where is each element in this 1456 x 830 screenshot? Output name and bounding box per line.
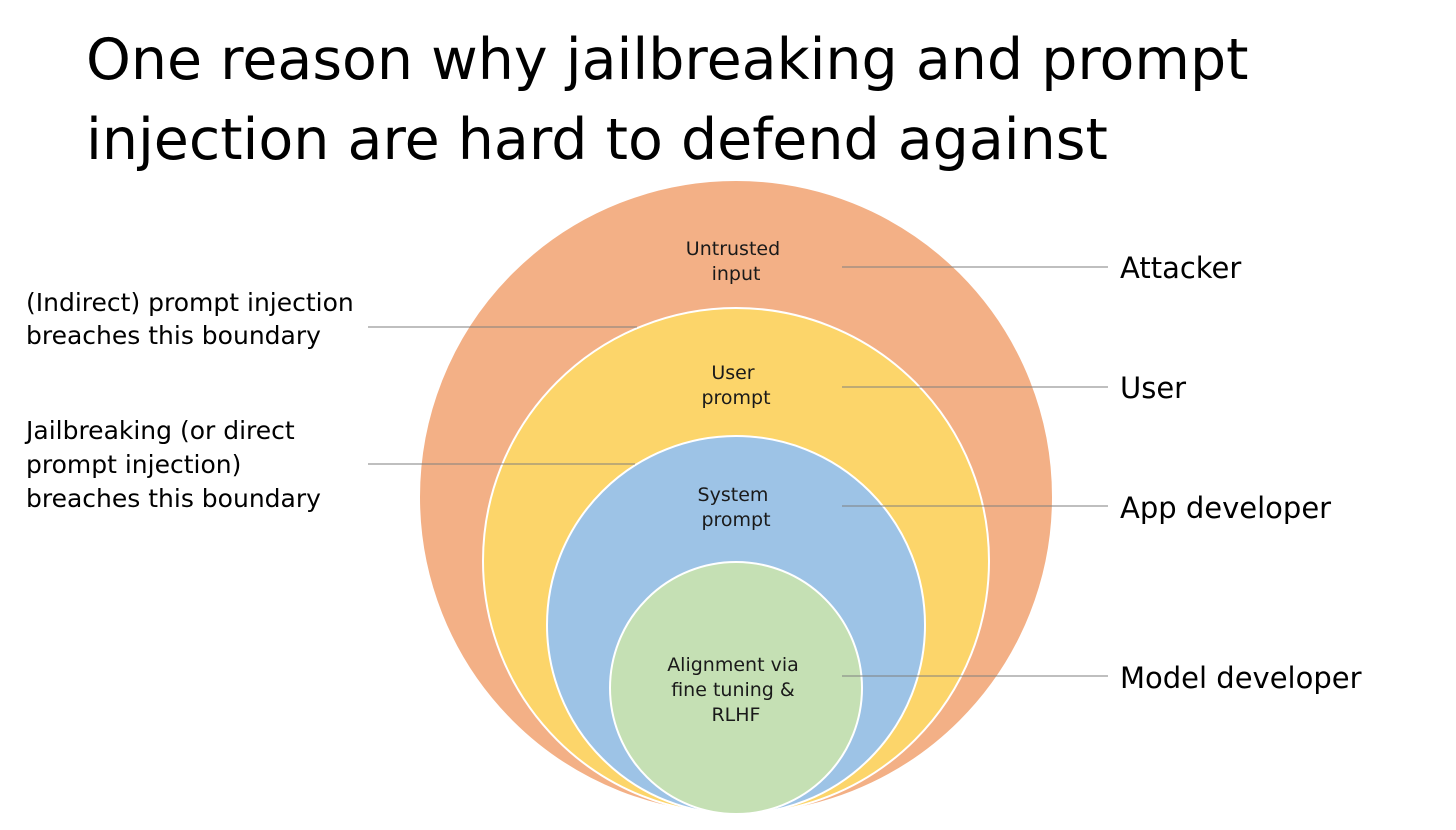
ring-label-line: prompt bbox=[701, 509, 770, 531]
note-jailbreaking: Jailbreaking (or direct prompt injection… bbox=[24, 416, 321, 513]
note-line: Jailbreaking (or direct bbox=[24, 416, 295, 445]
note-line: prompt injection) bbox=[26, 450, 241, 479]
slide-title-line-1: One reason why jailbreaking and prompt bbox=[86, 27, 1249, 93]
ring-label-user-prompt: User prompt bbox=[701, 362, 770, 409]
ring-label-line: Untrusted bbox=[686, 238, 780, 260]
ring-label-line: input bbox=[712, 263, 761, 285]
slide-title-line-2: injection are hard to defend against bbox=[86, 107, 1108, 173]
ring-label-system-prompt: System prompt bbox=[698, 484, 775, 531]
note-line: (Indirect) prompt injection bbox=[26, 288, 354, 317]
role-label-attacker: Attacker bbox=[1120, 251, 1241, 285]
ring-label-untrusted-input: Untrusted input bbox=[686, 238, 786, 285]
ring-label-line: Alignment via bbox=[667, 654, 799, 676]
note-line: breaches this boundary bbox=[26, 484, 321, 513]
role-label-model-developer: Model developer bbox=[1120, 661, 1362, 695]
note-line: breaches this boundary bbox=[26, 321, 321, 350]
note-indirect-injection: (Indirect) prompt injection breaches thi… bbox=[26, 288, 362, 350]
role-label-user: User bbox=[1120, 371, 1186, 405]
ring-label-alignment: Alignment via fine tuning & RLHF bbox=[667, 654, 805, 726]
slide-title: One reason why jailbreaking and prompt i… bbox=[86, 20, 1426, 180]
ring-label-line: prompt bbox=[701, 387, 770, 409]
ring-label-line: fine tuning & bbox=[671, 679, 795, 701]
ring-label-line: RLHF bbox=[711, 704, 760, 726]
ring-label-line: System bbox=[698, 484, 769, 506]
ring-alignment bbox=[609, 561, 863, 815]
role-label-app-developer: App developer bbox=[1120, 491, 1331, 525]
ring-label-line: User bbox=[711, 362, 754, 384]
